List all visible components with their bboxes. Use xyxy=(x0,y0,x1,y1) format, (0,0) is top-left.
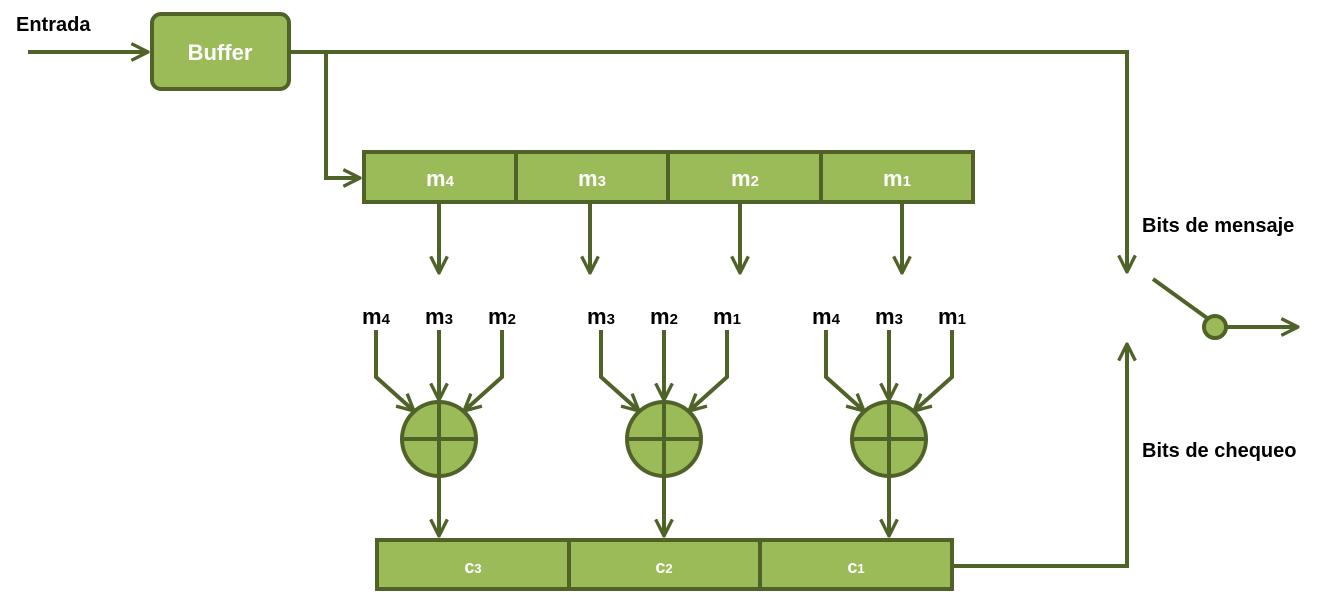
check-register: c3 c2 c1 xyxy=(375,538,954,591)
xor-input-line xyxy=(824,330,864,411)
message-register: m4 m3 m2 m1 xyxy=(362,150,975,204)
message-bits-path xyxy=(289,50,1127,272)
check-cell-label: c2 xyxy=(655,557,672,577)
message-bits-label: Bits de mensaje xyxy=(1142,215,1294,237)
xor-input-line xyxy=(464,330,504,411)
message-cell-label: m2 xyxy=(731,166,759,191)
input-label: Entrada xyxy=(16,14,91,36)
xor-input-label: m3 xyxy=(875,304,903,329)
xor-input-line xyxy=(689,330,729,411)
message-cell-label: m4 xyxy=(426,166,455,191)
buffer-to-register-path xyxy=(324,52,360,178)
xor-input-label: m4 xyxy=(812,304,841,329)
xor-gate-group: m3 m2 m1 xyxy=(587,304,741,536)
xor-input-label: m2 xyxy=(488,304,516,329)
check-bits-path xyxy=(952,344,1127,568)
xor-input-label: m2 xyxy=(650,304,678,329)
xor-gate-group: m4 m3 m1 xyxy=(812,304,966,536)
xor-input-label: m3 xyxy=(425,304,453,329)
buffer-label: Buffer xyxy=(188,40,253,65)
check-bits-label: Bits de chequeo xyxy=(1142,440,1296,462)
xor-input-line xyxy=(374,330,414,411)
xor-input-line xyxy=(599,330,639,411)
buffer-block: Buffer xyxy=(150,12,291,91)
xor-gates-layer: m4 m3 m2 m3 m2 m1 m4 m3 m1 xyxy=(362,304,966,536)
check-cell-label: c3 xyxy=(464,557,481,577)
message-cell-label: m1 xyxy=(883,166,911,191)
xor-input-label: m4 xyxy=(362,304,391,329)
check-cell-label: c1 xyxy=(847,557,864,577)
message-cell-label: m3 xyxy=(578,166,606,191)
xor-input-label: m1 xyxy=(938,304,966,329)
xor-input-line xyxy=(914,330,954,411)
xor-input-label: m1 xyxy=(713,304,741,329)
output-switch xyxy=(1151,277,1298,340)
xor-input-label: m3 xyxy=(587,304,615,329)
xor-gate-group: m4 m3 m2 xyxy=(362,304,516,536)
switch-pivot xyxy=(1202,314,1228,340)
